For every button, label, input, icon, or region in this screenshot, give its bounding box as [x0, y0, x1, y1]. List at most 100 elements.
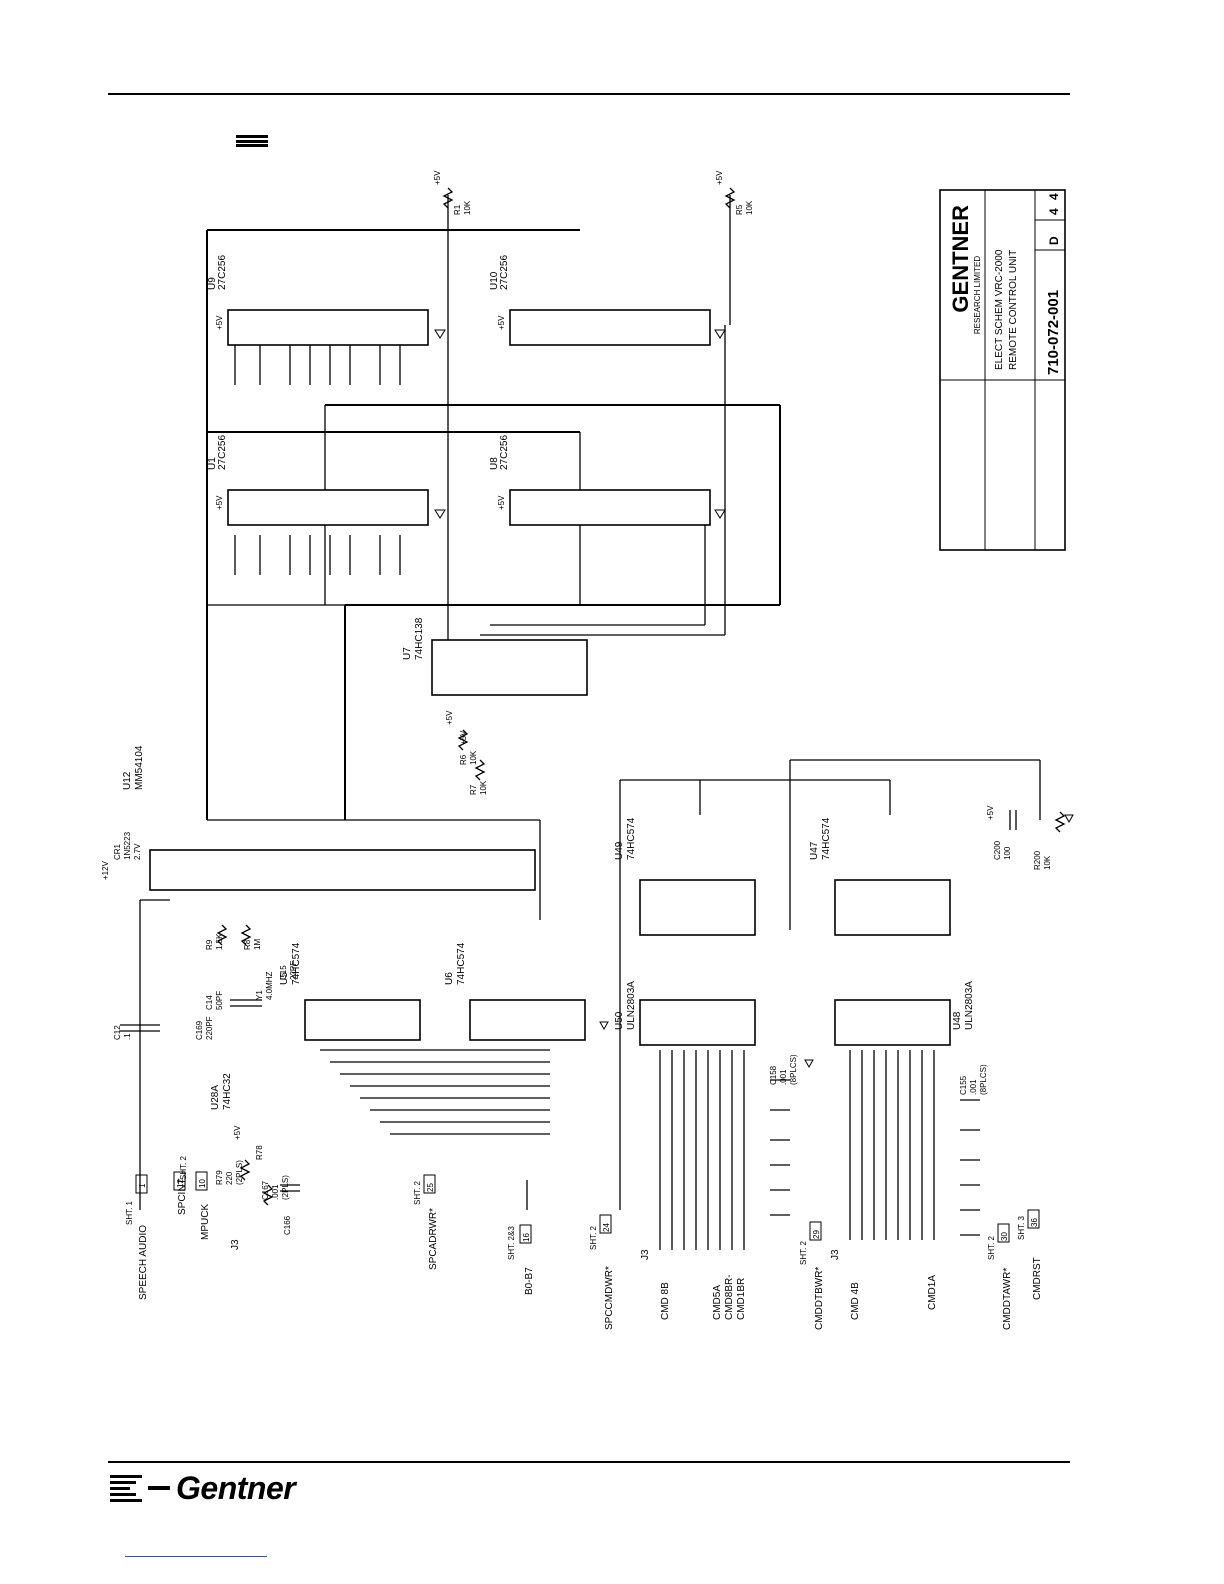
signal-spcint-pin: 12	[176, 1179, 185, 1188]
u8-part: 27C256	[499, 435, 510, 470]
menu-icon	[236, 135, 268, 147]
r79-note: (2PLS)	[235, 1160, 244, 1185]
r8-value: 1M	[253, 939, 262, 950]
u28a-ref: U28A	[210, 1085, 221, 1110]
u1-chip	[227, 489, 429, 526]
y1-value: 4.0MHZ	[265, 971, 274, 1000]
u8-ref: U8	[489, 457, 500, 470]
signal-speech-pin: 1	[138, 1183, 147, 1188]
c200-value: 100	[1003, 846, 1012, 860]
u7-part: 74HC138	[414, 617, 425, 660]
c155-note: (8PLCS)	[979, 1064, 988, 1095]
c12-value: .1	[123, 1033, 132, 1040]
signal-cmdrst-sheet: SHT. 3	[1017, 1215, 1026, 1240]
signal-spccmdwr-pin: 24	[602, 1223, 611, 1232]
r8-ref: R8	[243, 939, 252, 950]
u6-chip	[469, 999, 586, 1041]
schematic-wires	[120, 187, 1066, 1250]
u50-chip	[639, 999, 756, 1046]
u8-supply: +5V	[497, 495, 506, 510]
signal-cmddtbwr-pin: 29	[812, 1230, 821, 1239]
u50-part: ULN2803A	[626, 981, 637, 1030]
signal-labels: SPEECH AUDIO SHT. 1 1 SPCINT SHT. 2 12 M…	[125, 1155, 1043, 1330]
c155-ref: C155	[959, 1075, 968, 1095]
u47-ref: U47	[809, 841, 820, 860]
r79-ref: R79	[215, 1170, 224, 1185]
c167-value: .001	[271, 1184, 280, 1200]
chip-labels: U9 27C256 U10 27C256 U1 27C256 U8 27C256…	[122, 255, 975, 1110]
signal-speech-sheet: SHT. 1	[125, 1200, 134, 1225]
c158-note: (8PLCS)	[789, 1054, 798, 1085]
footer-logo: Gentner	[110, 1468, 296, 1508]
signal-b0b7: B0-B7	[524, 1267, 535, 1295]
u12-ref: U12	[122, 771, 133, 790]
title-size: D	[1047, 236, 1061, 245]
u8-chip	[509, 489, 711, 526]
header-rule	[108, 93, 1070, 95]
signal-spcint-sheet: SHT. 2	[179, 1155, 188, 1180]
u1-part: 27C256	[217, 435, 228, 470]
r1-ref: R1	[453, 204, 462, 215]
signal-cmd8br: CMD8BR-	[724, 1274, 735, 1320]
signal-j3-right: J3	[830, 1249, 841, 1260]
u10-supply: +5V	[497, 315, 506, 330]
signal-cmd1a: CMD1A	[927, 1275, 938, 1310]
r5-value: 10K	[745, 200, 754, 215]
u10-chip	[509, 309, 711, 346]
r7-supply: +5V	[459, 730, 468, 745]
r1-supply: +5V	[433, 170, 442, 185]
title-doc-number: 710-072-001	[1045, 290, 1062, 375]
c14-value: 50PF	[215, 991, 224, 1010]
chip-bodies	[149, 309, 951, 1046]
u6-ref: U6	[444, 972, 455, 985]
u9-part: 27C256	[217, 255, 228, 290]
signal-cmdrst: CMDRST	[1032, 1257, 1043, 1300]
u49-ref: U49	[614, 841, 625, 860]
r6-supply: +5V	[445, 710, 454, 725]
r79-value: 220	[225, 1171, 234, 1185]
u1-ref: U1	[207, 457, 218, 470]
c158-value: .001	[779, 1069, 788, 1085]
u5-chip	[304, 999, 421, 1041]
title-line2: REMOTE CONTROL UNIT	[1008, 250, 1019, 370]
c166-ref: C166	[283, 1215, 292, 1235]
c167-note: (2PLS)	[281, 1175, 290, 1200]
c169-value: 220PF	[205, 1016, 214, 1040]
c14-ref: C14	[205, 995, 214, 1010]
r6-value: 10K	[469, 750, 478, 765]
r5-supply: +5V	[715, 170, 724, 185]
signal-spcadrwr: SPCADRWR*	[428, 1208, 439, 1270]
title-company-sub: RESEARCH LIMITED	[973, 256, 982, 334]
u48-chip	[834, 999, 951, 1046]
r9-ref: R9	[205, 939, 214, 950]
footer-link-underline	[125, 1556, 267, 1557]
signal-cmd5a: CMD5A	[712, 1285, 723, 1320]
signal-spcadrwr-sheet: SHT. 2	[413, 1180, 422, 1205]
c169-ref: C169	[195, 1020, 204, 1040]
footer-rule	[108, 1461, 1070, 1463]
u47-chip	[834, 879, 951, 936]
r200-ref: R200	[1033, 850, 1042, 870]
u48-ref: U48	[952, 1011, 963, 1030]
u12-part: MM54104	[134, 745, 145, 790]
signal-cmddtbwr: CMDDTBWR*	[814, 1267, 825, 1330]
signal-b0b7-pin: 16	[522, 1233, 531, 1242]
signal-spccmdwr: SPCCMDWR*	[604, 1266, 615, 1330]
signal-cmddtawr-pin: 30	[1000, 1232, 1009, 1241]
u9-chip	[227, 309, 429, 346]
title-block: GENTNER RESEARCH LIMITED ELECT SCHEM VRC…	[939, 189, 1066, 551]
cr1-value: 1N5223	[123, 831, 132, 860]
u9-ref: U9	[207, 277, 218, 290]
j3-supply: +5V	[233, 1125, 242, 1140]
gentner-logo-icon	[110, 1473, 142, 1503]
signal-cmdrst-pin: 36	[1030, 1218, 1039, 1227]
u50-ref: U50	[614, 1011, 625, 1030]
cr1-ref: CR1	[113, 843, 122, 860]
c15-value: 22PF	[289, 961, 298, 980]
signal-spcadrwr-pin: 25	[426, 1183, 435, 1192]
cr1-voltage: 2.7V	[133, 843, 142, 860]
logo-dash	[148, 1486, 170, 1490]
signal-cmddtawr: CMDDTAWR*	[1002, 1268, 1013, 1330]
title-line1: ELECT SCHEM VRC-2000	[994, 249, 1005, 370]
